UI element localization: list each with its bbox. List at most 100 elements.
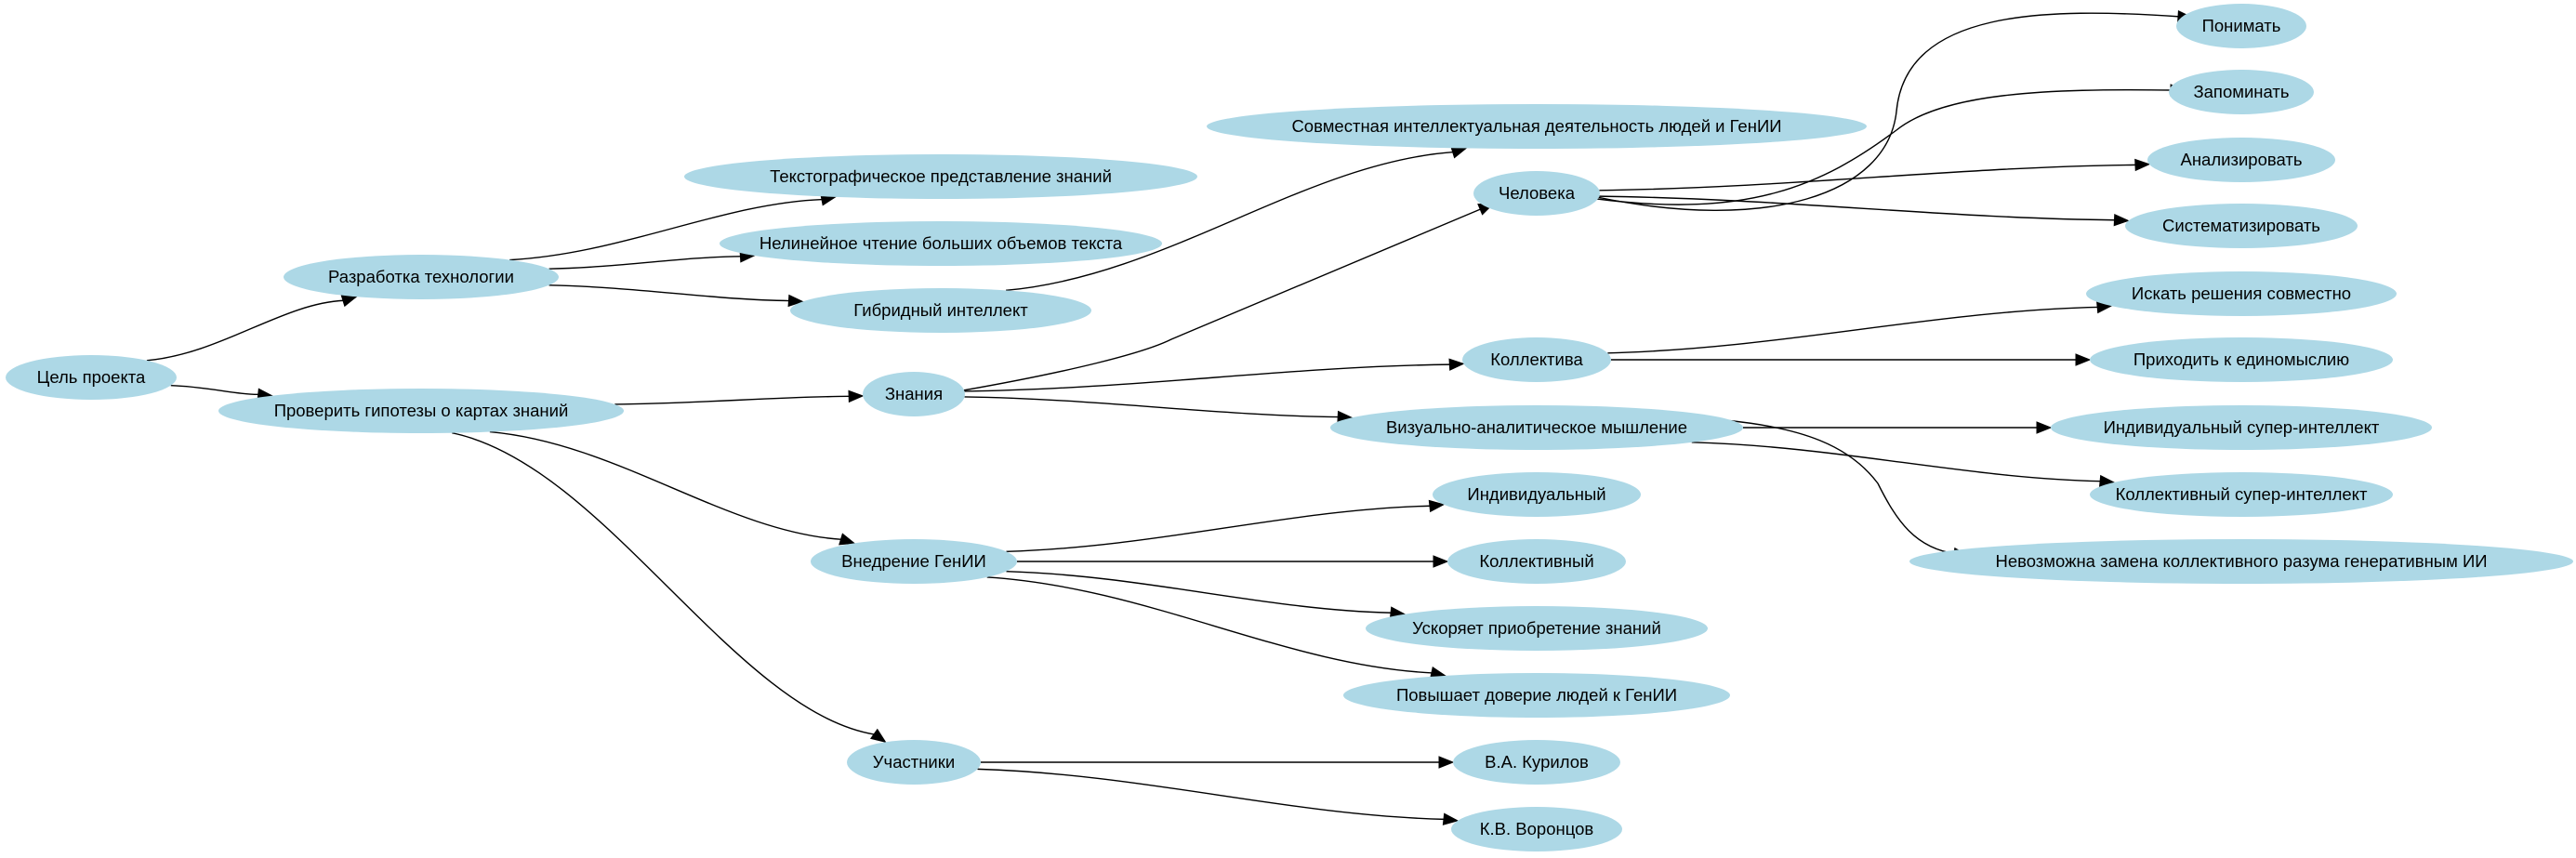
edge-genai-to-individual <box>1006 499 1446 553</box>
node-ellipse <box>1366 606 1708 651</box>
node-ellipse <box>1909 539 2573 584</box>
node-label: Индивидуальный супер-интеллект <box>2104 417 2380 437</box>
node-agree: Приходить к единомыслию <box>2090 337 2393 382</box>
node-label: Внедрение ГенИИ <box>841 551 986 571</box>
node-ellipse <box>720 221 1162 266</box>
edge-line <box>1599 195 2116 221</box>
edge-tech-to-texto <box>509 193 838 261</box>
node-label: Индивидуальный <box>1467 484 1605 504</box>
edge-visual-to-colsuper <box>1691 442 2116 488</box>
edge-collective-to-seek <box>1607 300 2113 354</box>
node-noreplace: Невозможна замена коллективного разума г… <box>1909 539 2573 584</box>
edge-members-to-vorontsov <box>977 768 1460 825</box>
node-ellipse <box>684 154 1197 199</box>
edge-line <box>1006 505 1431 553</box>
arrowhead <box>1438 756 1455 769</box>
node-systematize: Систематизировать <box>2125 204 2358 248</box>
edge-goal-to-hypo <box>170 384 273 401</box>
node-know: Знания <box>863 372 965 416</box>
edge-line <box>1005 151 1454 292</box>
edge-line <box>1006 570 1393 614</box>
node-label: Совместная интеллектуальная деятельность… <box>1291 116 1781 136</box>
node-label: Анализировать <box>2181 150 2303 169</box>
node-label: Приходить к единомыслию <box>2133 350 2349 369</box>
node-label: Цель проекта <box>37 367 146 387</box>
arrowhead <box>2113 213 2130 227</box>
node-human: Человека <box>1473 171 1600 216</box>
node-ellipse <box>2090 472 2393 517</box>
edge-genai-to-accel <box>1006 570 1407 619</box>
node-indsuper: Индивидуальный супер-интеллект <box>2051 405 2432 450</box>
arrowhead <box>787 294 804 308</box>
node-ellipse <box>1433 472 1641 517</box>
arrowhead <box>1448 358 1465 371</box>
edge-genai-to-collectivegen <box>1017 555 1449 568</box>
node-hypo: Проверить гипотезы о картах знаний <box>218 389 624 433</box>
arrowhead <box>839 533 856 546</box>
arrowhead <box>1428 499 1446 513</box>
node-label: Гибридный интеллект <box>853 300 1028 320</box>
node-label: Разработка технологии <box>328 267 514 286</box>
node-label: Искать решения совместно <box>2132 284 2351 303</box>
node-remember: Запоминать <box>2169 70 2314 114</box>
arrowhead <box>2036 421 2053 434</box>
edge-members-to-kurilov <box>981 756 1455 769</box>
node-label: Знания <box>885 384 943 403</box>
edge-line <box>964 363 1451 392</box>
edge-visual-to-indsuper <box>1742 421 2053 434</box>
node-collective: Коллектива <box>1462 337 1611 382</box>
node-ellipse <box>2147 138 2335 182</box>
node-trust: Повышает доверие людей к ГенИИ <box>1343 673 1730 718</box>
edges-layer <box>146 10 2194 825</box>
node-ellipse <box>1330 405 1743 450</box>
edge-line <box>1691 442 2102 482</box>
node-ellipse <box>218 389 624 433</box>
node-label: Запоминать <box>2193 82 2289 101</box>
node-individual: Индивидуальный <box>1433 472 1641 517</box>
node-label: Визуально-аналитическое мышление <box>1386 417 1687 437</box>
node-genai: Внедрение ГенИИ <box>811 539 1017 584</box>
nodes-layer: Цель проекта Разработка технологииПровери… <box>6 4 2573 851</box>
node-nonlin: Нелинейное чтение больших объемов текста <box>720 221 1162 266</box>
node-accel: Ускоряет приобретение знаний <box>1366 606 1708 651</box>
node-label: Текстографическое представление знаний <box>770 166 1112 186</box>
edge-human-to-systematize <box>1599 195 2130 227</box>
edge-know-to-visual <box>964 396 1354 424</box>
edge-line <box>614 395 851 405</box>
edge-collective-to-agree <box>1611 353 2092 366</box>
node-label: Нелинейное чтение больших объемов текста <box>760 233 1123 253</box>
node-label: Понимать <box>2202 16 2281 35</box>
node-ellipse <box>811 539 1017 584</box>
node-label: Невозможна замена коллективного разума г… <box>1995 551 2487 571</box>
node-texto: Текстографическое представление знаний <box>684 154 1197 199</box>
node-label: Систематизировать <box>2162 216 2320 235</box>
edge-visual-to-noreplace <box>1724 419 1970 561</box>
edge-line <box>489 430 842 541</box>
node-label: Коллективный супер-интеллект <box>2116 484 2368 504</box>
node-ellipse <box>2125 204 2358 248</box>
edge-tech-to-hybrid <box>548 284 804 308</box>
node-label: Проверить гипотезы о картах знаний <box>274 401 569 420</box>
node-ellipse <box>2086 271 2397 316</box>
node-ellipse <box>863 372 965 416</box>
edge-tech-to-nonlin <box>548 250 756 270</box>
node-ellipse <box>1462 337 1611 382</box>
edge-hypo-to-members <box>452 432 887 744</box>
arrowhead <box>848 389 865 403</box>
edge-line <box>962 207 1484 391</box>
node-members: Участники <box>847 740 981 785</box>
node-ellipse <box>847 740 981 785</box>
node-collectivegen: Коллективный <box>1447 539 1626 584</box>
node-understand: Понимать <box>2176 4 2306 48</box>
edge-goal-to-tech <box>146 295 358 362</box>
edge-line <box>1599 164 2136 191</box>
node-ellipse <box>284 255 559 299</box>
node-ellipse <box>2169 70 2314 114</box>
node-hybrid: Гибридный интеллект <box>790 288 1091 333</box>
edge-line <box>1596 88 2174 205</box>
edge-genai-to-trust <box>986 576 1447 680</box>
edge-line <box>964 396 1340 418</box>
edge-line <box>146 299 345 362</box>
node-label: Человека <box>1499 183 1576 203</box>
node-ellipse <box>2090 337 2393 382</box>
